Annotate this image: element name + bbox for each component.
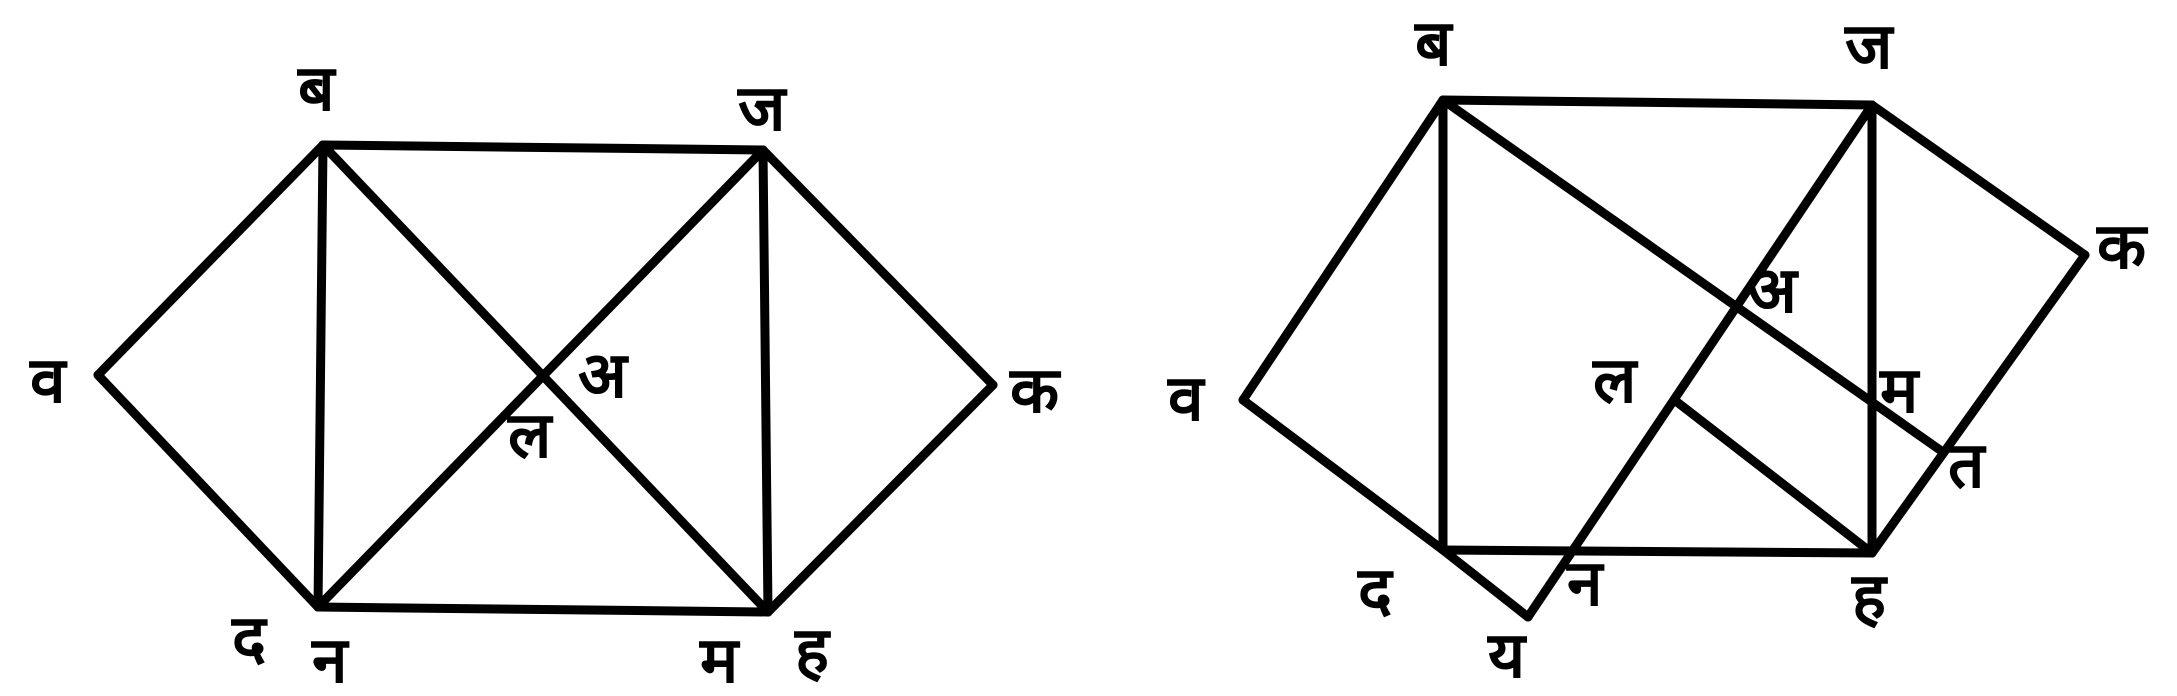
left-edge-b-j <box>318 140 768 155</box>
figure-left: ब ज व क अ ल द न म ह <box>29 52 1062 696</box>
right-edge-v-d <box>1238 395 1448 555</box>
left-diagonal-j-d <box>313 145 768 612</box>
right-edge-j-k <box>1867 100 2090 260</box>
right-label-m: म <box>1879 354 1921 428</box>
left-label-b-top: ब <box>297 52 337 126</box>
right-label-b-top: ब <box>1414 7 1454 81</box>
left-label-a: अ <box>578 339 629 413</box>
right-line-b-t <box>1438 95 1945 455</box>
figure-right: ब ज क व अ ल म त द न ह य <box>1167 7 2149 693</box>
left-edge-k-h <box>763 380 998 617</box>
right-label-n: न <box>1566 547 1605 621</box>
right-line-j-y <box>1523 100 1877 622</box>
left-label-n: न <box>311 624 350 696</box>
right-label-v: व <box>1167 362 1206 436</box>
left-edge-b-v <box>93 140 328 380</box>
right-edge-b-v <box>1238 95 1448 405</box>
right-label-t: त <box>1947 429 1987 503</box>
right-label-k: क <box>2096 210 2149 284</box>
right-line-l-h <box>1672 397 1877 558</box>
left-label-m: म <box>699 624 741 696</box>
left-label-d: द <box>231 602 268 676</box>
right-label-a: अ <box>1748 254 1799 328</box>
right-edge-b-j <box>1438 95 1877 110</box>
right-label-l: ल <box>1592 344 1639 418</box>
left-edge-d-h <box>313 602 773 617</box>
left-label-k: क <box>1009 354 1062 428</box>
right-edge-d-h <box>1438 545 1877 558</box>
left-label-v: व <box>29 344 68 418</box>
left-label-l: ल <box>507 399 554 473</box>
right-edge-k-h <box>1867 250 2090 558</box>
left-edge-b-d <box>313 140 328 612</box>
left-edge-j-k <box>758 145 998 390</box>
right-label-d: द <box>1357 554 1394 628</box>
right-label-y: य <box>1487 619 1528 693</box>
left-label-j: ज <box>737 72 788 146</box>
right-line-d-y <box>1438 545 1533 622</box>
left-edge-v-d <box>93 370 323 612</box>
right-label-h: ह <box>1851 560 1888 634</box>
left-label-h: ह <box>794 614 831 688</box>
left-edge-j-h <box>758 145 773 617</box>
right-label-j: ज <box>1844 10 1895 84</box>
